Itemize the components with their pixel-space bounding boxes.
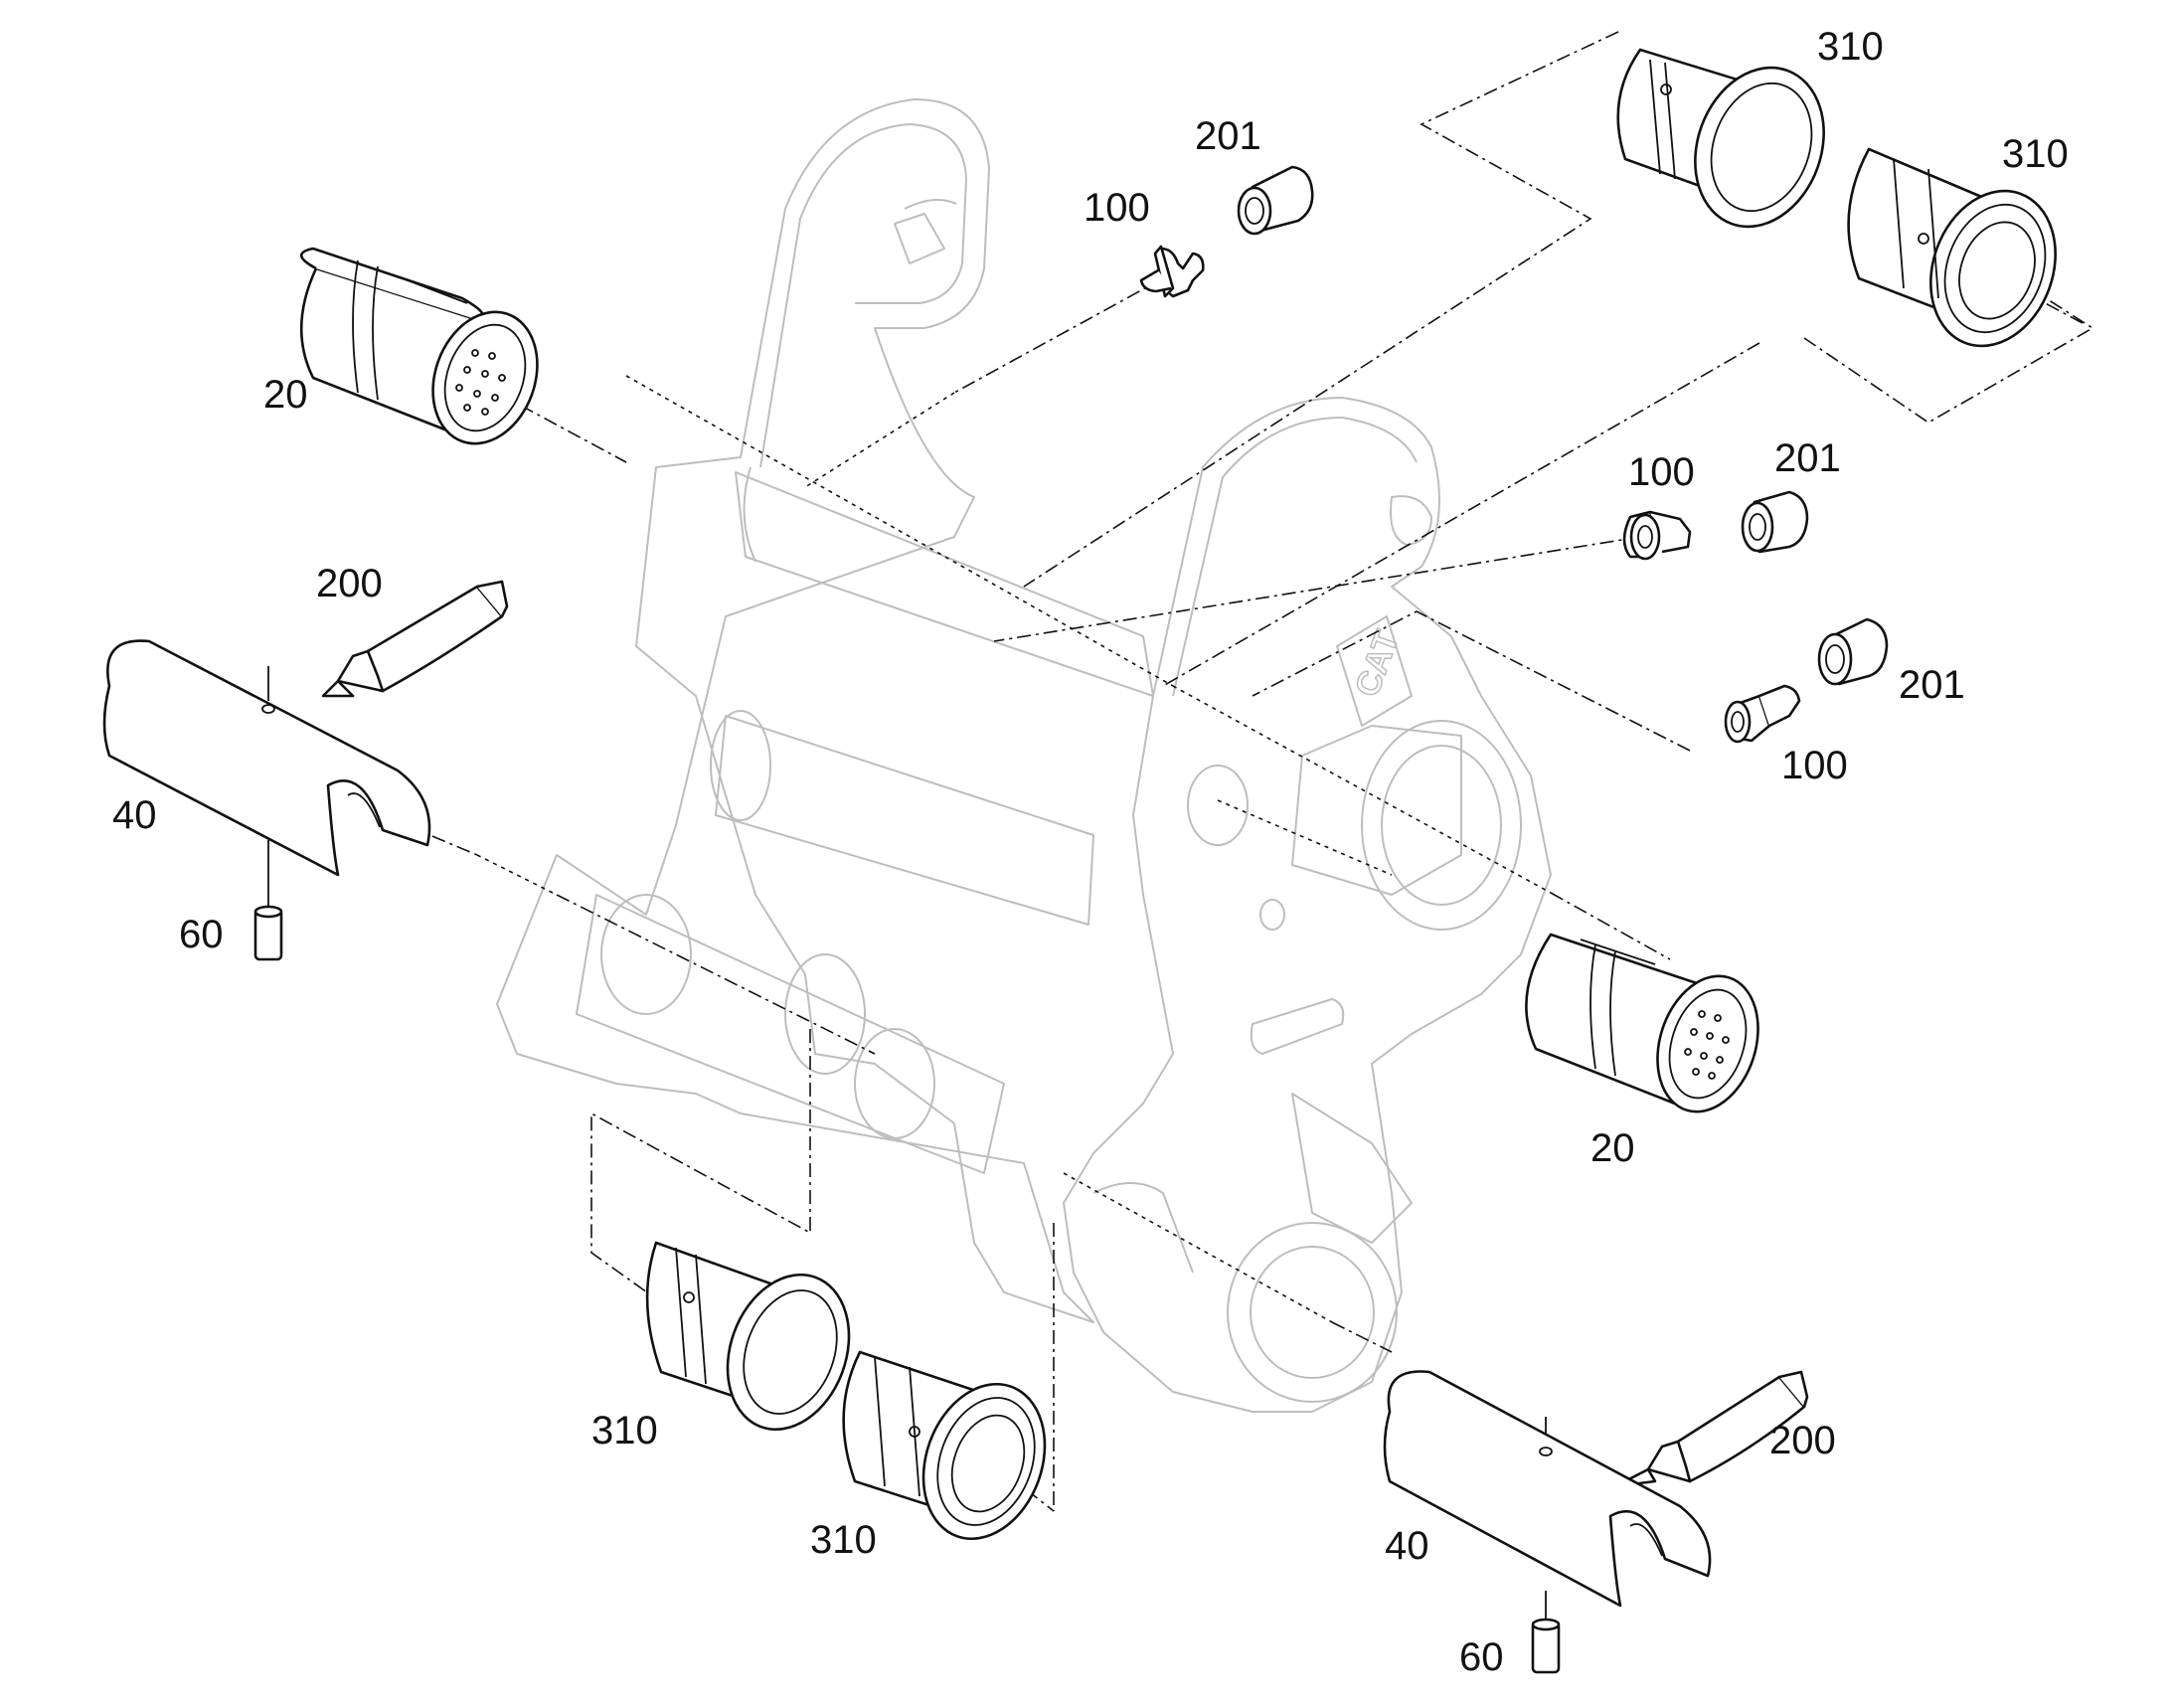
callout-310-bottom-b: 310 [810, 1518, 877, 1562]
callout-200-right: 200 [1769, 1419, 1836, 1462]
callout-40-left: 40 [112, 793, 157, 837]
bushing-20-left-holes [455, 349, 506, 416]
callout-310-bottom-a: 310 [591, 1409, 658, 1452]
callout-labels: 310 310 201 100 20 100 201 201 100 200 4… [112, 25, 2069, 1679]
dowel-60-left [253, 905, 283, 961]
callout-201-mid: 201 [1774, 436, 1841, 480]
callout-100-top: 100 [1084, 186, 1150, 230]
bushing-310-top-b [1847, 147, 2057, 348]
dowel-60-right [1531, 1618, 1561, 1674]
callout-201-top: 201 [1195, 114, 1261, 158]
callout-310-top-a: 310 [1817, 25, 1884, 69]
bushing-310-bottom-a [645, 1241, 851, 1432]
cap-201-top [1237, 165, 1314, 236]
callout-60-right: 60 [1459, 1635, 1504, 1679]
callout-20-left: 20 [263, 373, 308, 417]
bushing-20-right [1525, 933, 1759, 1113]
grease-tube-200-left [321, 580, 509, 698]
bushing-310-top-a [1616, 48, 1825, 229]
cap-201-right [1817, 617, 1889, 686]
callout-100-right: 100 [1781, 744, 1848, 787]
grease-fitting-100-right [1724, 684, 1801, 744]
grease-tube-200-right [1613, 1370, 1809, 1488]
callout-310-top-b: 310 [2002, 132, 2069, 176]
callout-20-right: 20 [1590, 1126, 1635, 1170]
callout-60-left: 60 [179, 913, 224, 956]
pin-40-right [1383, 1370, 1712, 1608]
callout-100-mid: 100 [1628, 450, 1695, 494]
callout-40-right: 40 [1385, 1524, 1429, 1568]
grease-fitting-100-top [1139, 245, 1205, 298]
cap-201-mid [1741, 490, 1809, 554]
bushing-20-right-holes [1684, 1010, 1730, 1080]
grease-fitting-100-mid [1622, 510, 1692, 561]
callout-200-left: 200 [316, 562, 383, 605]
coupler-body-outline: CAT [496, 98, 1552, 1413]
bushing-20-left [299, 247, 539, 445]
cat-logo-text: CAT [1348, 625, 1407, 702]
pin-40-left [102, 639, 431, 877]
bushing-310-bottom-b [842, 1350, 1047, 1541]
callout-201-right: 201 [1899, 663, 1965, 707]
